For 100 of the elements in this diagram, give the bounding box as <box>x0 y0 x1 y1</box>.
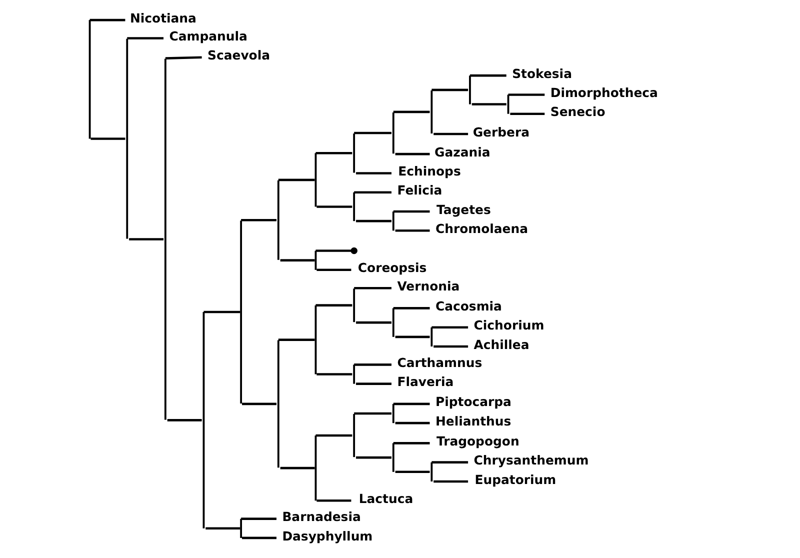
node-bar <box>430 90 432 134</box>
connector <box>354 132 391 134</box>
node-text: Scaevola <box>207 48 270 63</box>
node-text: Gerbera <box>472 124 529 140</box>
connector <box>316 206 352 208</box>
connector <box>205 527 240 530</box>
connector <box>355 321 391 324</box>
connector <box>240 218 276 222</box>
node-bar <box>392 308 394 337</box>
node-text: Gazania <box>434 144 490 160</box>
node-bar <box>352 133 355 173</box>
connector <box>354 412 391 415</box>
connector <box>392 442 430 444</box>
node-bar <box>126 38 128 239</box>
node-text: Coreopsis <box>357 260 426 276</box>
connector <box>394 422 430 424</box>
node-bar <box>314 305 316 374</box>
connector <box>280 466 314 470</box>
connector <box>240 518 276 520</box>
connector <box>316 373 352 376</box>
node-bar <box>164 58 166 420</box>
node-text: Piptocarpa <box>435 394 511 410</box>
node-text: Campanula <box>168 28 247 44</box>
node-text: Cacosmia <box>435 298 502 314</box>
connector <box>355 382 391 385</box>
connector <box>433 132 468 136</box>
connector <box>355 220 391 222</box>
connector <box>471 103 506 106</box>
connector <box>394 336 430 338</box>
connector <box>392 307 430 310</box>
node-text: Achillea <box>473 336 529 352</box>
node-bar <box>352 364 355 384</box>
node-bar <box>240 220 242 404</box>
node-bar <box>352 288 355 322</box>
node-bar <box>276 180 279 260</box>
node-text: Flaveria <box>396 374 454 390</box>
connector <box>433 345 468 348</box>
connector <box>278 178 314 182</box>
connector <box>315 250 351 252</box>
connector <box>203 310 240 314</box>
node-text: Felicia <box>396 182 442 198</box>
connector <box>394 230 430 232</box>
node-bar <box>392 404 394 424</box>
connector <box>431 88 468 92</box>
connector <box>354 364 391 366</box>
node-bar <box>468 76 470 104</box>
connector <box>315 304 352 306</box>
connector <box>431 326 468 328</box>
node-bar <box>314 436 316 501</box>
node-text: Echinops <box>398 164 460 179</box>
node-bar <box>392 112 394 154</box>
node-bar <box>430 327 432 346</box>
node-text: Eupatorium <box>474 472 556 487</box>
node-text: Tragopogon <box>436 433 519 448</box>
node-text: Vernonia <box>396 278 460 294</box>
node-bar <box>352 192 355 222</box>
node-bar <box>392 212 394 231</box>
node-bar <box>202 312 204 528</box>
connector <box>280 259 314 262</box>
node-bar <box>88 20 90 139</box>
node-text: Chrysanthemum <box>473 452 588 468</box>
node-text: Lactuca <box>358 490 413 506</box>
connector <box>242 402 276 406</box>
connector <box>431 461 468 464</box>
connector <box>315 434 352 437</box>
node-text: Barnadesia <box>282 509 360 524</box>
node-text: Cichorium <box>473 318 544 333</box>
node-bar <box>352 414 355 458</box>
connector <box>392 110 430 114</box>
connector <box>355 172 391 174</box>
connector <box>508 94 544 96</box>
connector <box>510 112 544 115</box>
connector <box>354 286 391 290</box>
connector <box>278 338 314 341</box>
connector <box>242 536 276 540</box>
node-text: Dasyphyllum <box>282 528 372 544</box>
connector <box>469 74 506 77</box>
node-bar <box>276 340 279 468</box>
node-text: Tagetes <box>436 202 490 217</box>
node-bar <box>430 462 432 482</box>
connector <box>89 18 125 22</box>
node-bar <box>240 518 242 538</box>
node-text: Dimorphotheca <box>550 85 658 100</box>
connector <box>126 37 163 40</box>
connector <box>392 402 430 406</box>
connector <box>128 238 163 240</box>
connector <box>433 480 468 483</box>
node-text: Stokesia <box>512 66 572 81</box>
connector <box>315 152 352 154</box>
connector <box>316 499 351 502</box>
connector <box>166 419 202 422</box>
node-bar <box>392 443 394 472</box>
connector <box>90 138 125 140</box>
node-bar <box>506 94 509 114</box>
node-text: Senecio <box>550 104 605 120</box>
node-bar <box>314 153 316 207</box>
node-text: Chromolaena <box>435 220 528 236</box>
node-text: Helianthus <box>435 413 511 428</box>
node-text: Carthamnus <box>396 354 482 370</box>
node-dot <box>350 247 357 254</box>
